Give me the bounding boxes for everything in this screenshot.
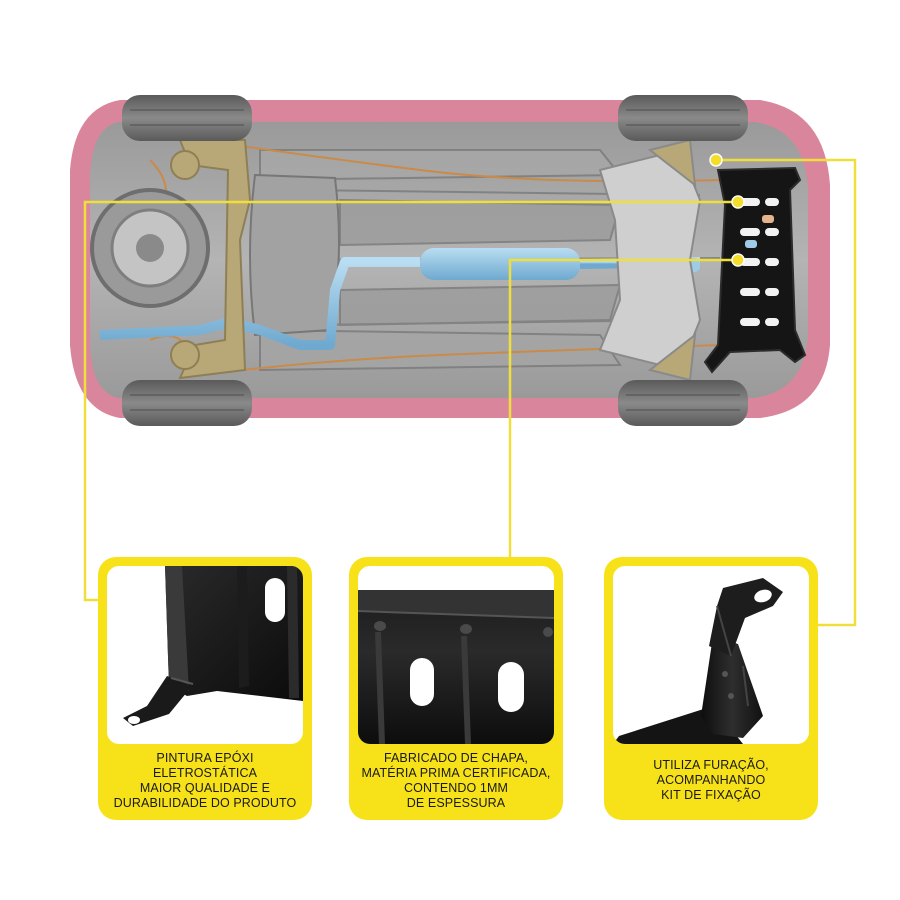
mounting-hole-icon [613, 578, 783, 744]
callout-dots [709, 153, 745, 267]
feature-photo [613, 566, 809, 744]
feature-card-epoxy: PINTURA EPÓXI ELETROSTÁTICA MAIOR QUALID… [98, 557, 312, 820]
feature-photo [107, 566, 303, 744]
callout-lines [83, 158, 857, 627]
floor-panels [259, 149, 721, 372]
tires [122, 95, 748, 426]
skid-plate [703, 166, 807, 374]
feature-card-material: FABRICADO DE CHAPA, MATÉRIA PRIMA CERTIF… [349, 557, 563, 820]
rear-suspension [170, 139, 252, 380]
feature-caption: PINTURA EPÓXI ELETROSTÁTICA MAIOR QUALID… [113, 750, 297, 810]
feature-caption: FABRICADO DE CHAPA, MATÉRIA PRIMA CERTIF… [361, 750, 551, 810]
feature-card-mounting: UTILIZA FURAÇÃO, ACOMPANHANDO KIT DE FIX… [604, 557, 818, 820]
feature-photo [358, 566, 554, 744]
feature-caption: UTILIZA FURAÇÃO, ACOMPANHANDO KIT DE FIX… [653, 758, 769, 802]
spare-tire [90, 188, 210, 308]
fuel-tank [249, 173, 340, 337]
bracket-tab-icon [123, 566, 303, 726]
slotted-plate-icon [358, 590, 554, 744]
